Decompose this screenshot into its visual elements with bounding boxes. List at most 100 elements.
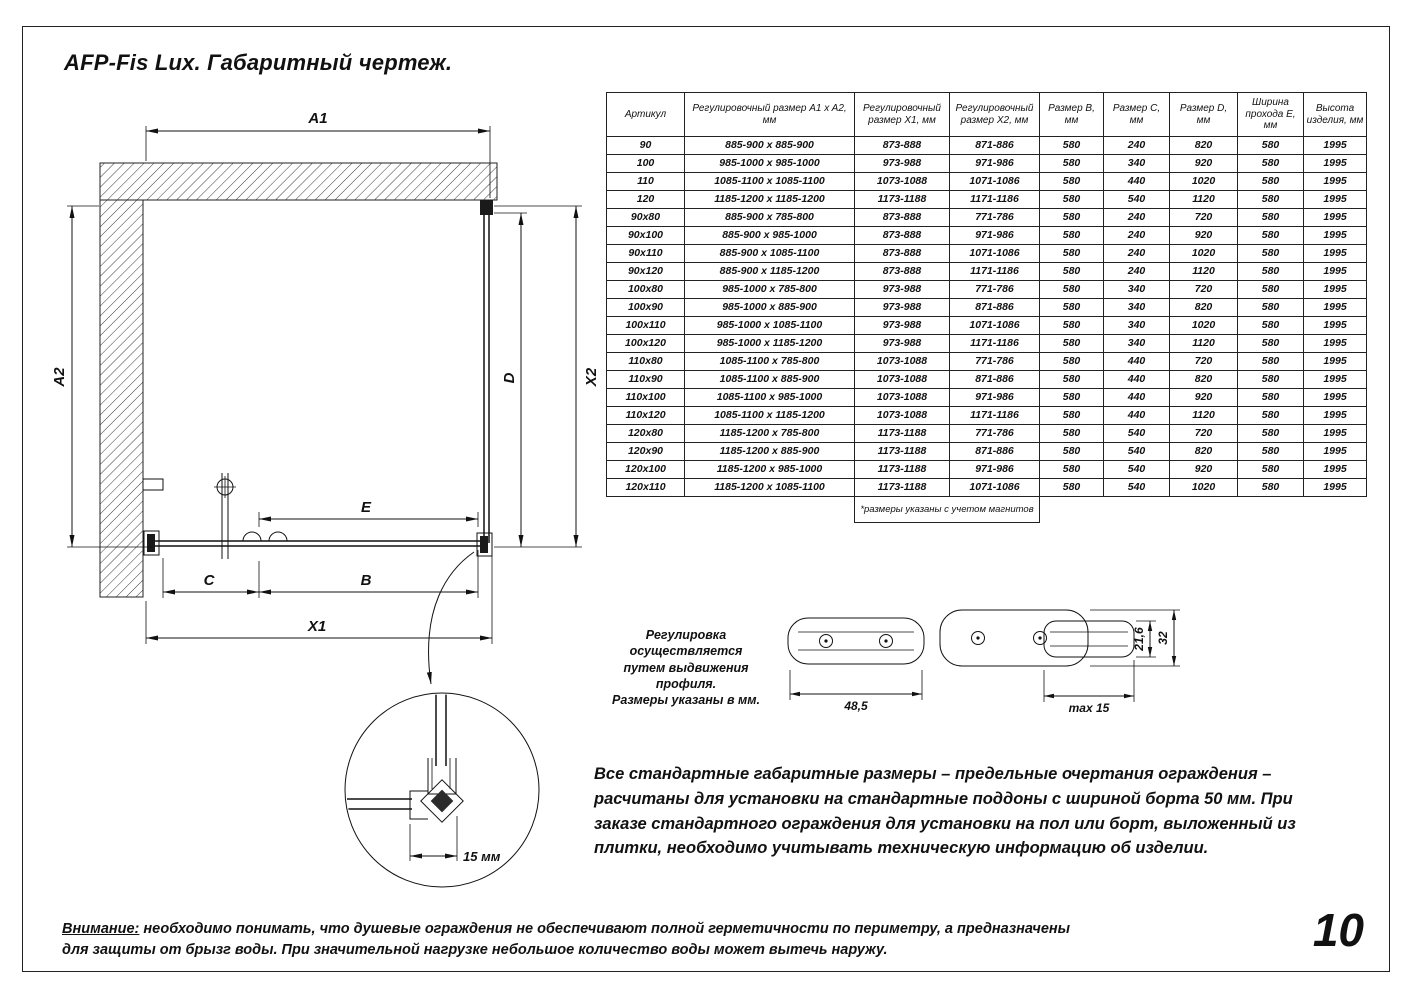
value-cell: 1073-1088	[854, 406, 950, 425]
value-cell: 1995	[1303, 460, 1367, 479]
value-cell: 1073-1088	[854, 352, 950, 371]
value-cell: 580	[1039, 244, 1104, 263]
value-cell: 973-988	[854, 280, 950, 299]
value-cell: 240	[1103, 208, 1170, 227]
value-cell: 1995	[1303, 316, 1367, 335]
article-cell: 110x80	[606, 352, 685, 371]
value-cell: 973-988	[854, 316, 950, 335]
value-cell: 580	[1237, 298, 1304, 317]
column-header: Регулировочный размер A1 x A2, мм	[684, 92, 855, 137]
value-cell: 1995	[1303, 190, 1367, 209]
value-cell: 580	[1039, 334, 1104, 353]
value-cell: 580	[1039, 460, 1104, 479]
value-cell: 340	[1103, 316, 1170, 335]
value-cell: 1995	[1303, 280, 1367, 299]
value-cell: 1995	[1303, 262, 1367, 281]
value-cell: 240	[1103, 262, 1170, 281]
value-cell: 873-888	[854, 136, 950, 155]
value-cell: 580	[1039, 298, 1104, 317]
value-cell: 1071-1086	[949, 478, 1040, 497]
value-cell: 1995	[1303, 226, 1367, 245]
value-cell: 1073-1088	[854, 172, 950, 191]
article-cell: 120x90	[606, 442, 685, 461]
column-header: Размер D, мм	[1169, 92, 1238, 137]
value-cell: 1120	[1169, 406, 1238, 425]
value-cell: 1020	[1169, 244, 1238, 263]
article-cell: 90x120	[606, 262, 685, 281]
value-cell: 580	[1039, 154, 1104, 173]
value-cell: 720	[1169, 208, 1238, 227]
value-cell: 873-888	[854, 226, 950, 245]
article-cell: 90	[606, 136, 685, 155]
value-cell: 240	[1103, 136, 1170, 155]
value-cell: 720	[1169, 352, 1238, 371]
article-cell: 110x100	[606, 388, 685, 407]
value-cell: 971-986	[949, 460, 1040, 479]
value-cell: 580	[1237, 388, 1304, 407]
adjustment-note: Регулировка осуществляется путем выдвиже…	[612, 628, 760, 707]
value-cell: 580	[1237, 406, 1304, 425]
value-cell: 971-986	[949, 154, 1040, 173]
value-cell: 873-888	[854, 244, 950, 263]
value-cell: 1085-1100 x 1185-1200	[684, 406, 855, 425]
value-cell: 873-888	[854, 208, 950, 227]
value-cell: 1995	[1303, 442, 1367, 461]
value-cell: 1185-1200 x 885-900	[684, 442, 855, 461]
value-cell: 580	[1237, 208, 1304, 227]
value-cell: 1171-1186	[949, 334, 1040, 353]
value-cell: 580	[1237, 442, 1304, 461]
column-header: Регулировочный размер X2, мм	[949, 92, 1040, 137]
value-cell: 580	[1237, 226, 1304, 245]
value-cell: 1073-1088	[854, 370, 950, 389]
value-cell: 1020	[1169, 172, 1238, 191]
value-cell: 540	[1103, 442, 1170, 461]
value-cell: 1120	[1169, 190, 1238, 209]
value-cell: 1995	[1303, 334, 1367, 353]
value-cell: 971-986	[949, 388, 1040, 407]
table-footnote: *размеры указаны с учетом магнитов	[854, 496, 1040, 523]
value-cell: 820	[1169, 298, 1238, 317]
article-cell: 110x90	[606, 370, 685, 389]
value-cell: 985-1000 x 785-800	[684, 280, 855, 299]
article-cell: 120x110	[606, 478, 685, 497]
value-cell: 1171-1186	[949, 190, 1040, 209]
value-cell: 580	[1237, 424, 1304, 443]
value-cell: 771-786	[949, 280, 1040, 299]
value-cell: 340	[1103, 154, 1170, 173]
value-cell: 580	[1237, 136, 1304, 155]
value-cell: 1171-1186	[949, 262, 1040, 281]
value-cell: 1995	[1303, 298, 1367, 317]
value-cell: 580	[1039, 262, 1104, 281]
value-cell: 1185-1200 x 1085-1100	[684, 478, 855, 497]
value-cell: 540	[1103, 190, 1170, 209]
value-cell: 1995	[1303, 208, 1367, 227]
value-cell: 580	[1039, 208, 1104, 227]
value-cell: 973-988	[854, 334, 950, 353]
value-cell: 440	[1103, 172, 1170, 191]
value-cell: 580	[1237, 334, 1304, 353]
value-cell: 1185-1200 x 1185-1200	[684, 190, 855, 209]
value-cell: 540	[1103, 478, 1170, 497]
article-cell: 90x80	[606, 208, 685, 227]
value-cell: 1173-1188	[854, 442, 950, 461]
value-cell: 985-1000 x 1085-1100	[684, 316, 855, 335]
value-cell: 985-1000 x 885-900	[684, 298, 855, 317]
value-cell: 920	[1169, 460, 1238, 479]
column-header: Артикул	[606, 92, 685, 137]
value-cell: 871-886	[949, 370, 1040, 389]
article-cell: 120	[606, 190, 685, 209]
page-number: 10	[1312, 904, 1364, 956]
info-paragraph: Все стандартные габаритные размеры – пре…	[594, 765, 1296, 858]
value-cell: 920	[1169, 226, 1238, 245]
